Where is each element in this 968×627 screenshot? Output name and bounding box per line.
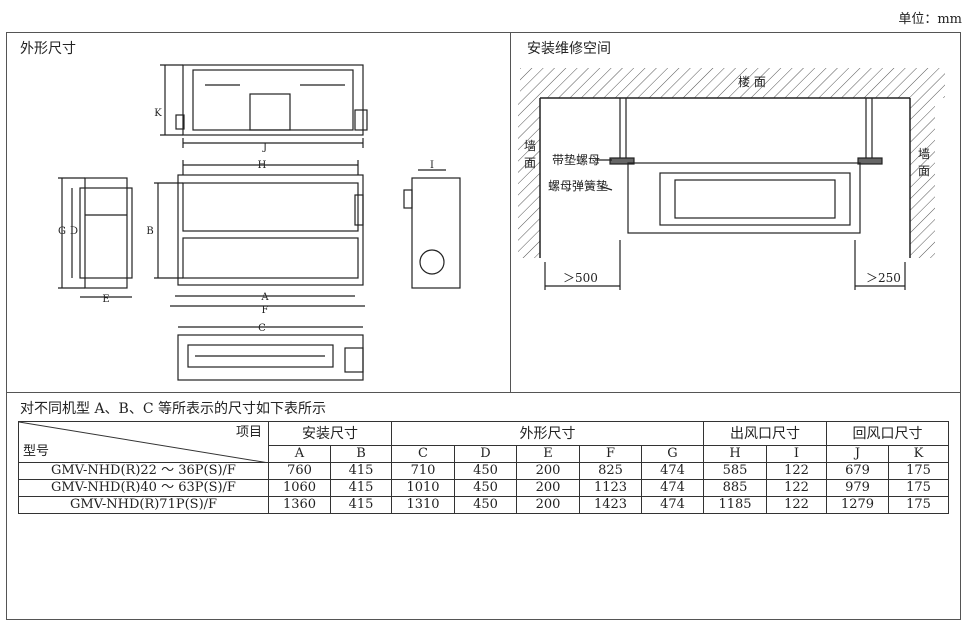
- value-cell: 1060: [268, 479, 331, 497]
- dim-I-label: I: [430, 160, 434, 171]
- value-cell: 979: [826, 479, 889, 497]
- group-header-outlet: 出风口尺寸: [703, 421, 827, 446]
- value-cell: 175: [888, 479, 949, 497]
- table-divider: [6, 392, 961, 393]
- left-clearance-label: ＞500: [563, 271, 598, 285]
- dim-A-label: A: [260, 292, 269, 303]
- table-row: GMV-NHD(R)40 ～ 63P(S)/F 1060 415 1010 45…: [18, 479, 949, 497]
- dim-K-label: K: [154, 108, 162, 119]
- value-cell: 200: [516, 479, 580, 497]
- value-cell: 450: [454, 496, 517, 514]
- right-wall-hatch: [909, 98, 935, 258]
- front-view-drawing: [154, 160, 365, 307]
- col-header: H: [703, 445, 767, 463]
- installation-space-drawing: 楼 面 墙 面 墙 面 带垫螺母 螺母弹簧垫 ＞500 ＞250: [518, 68, 945, 290]
- dim-E-label: E: [102, 294, 109, 305]
- value-cell: 415: [330, 462, 392, 480]
- col-header: I: [766, 445, 827, 463]
- value-cell: 175: [888, 462, 949, 480]
- model-cell: GMV-NHD(R)40 ～ 63P(S)/F: [18, 479, 269, 497]
- group-header-return: 回风口尺寸: [826, 421, 949, 446]
- value-cell: 200: [516, 496, 580, 514]
- right-wall-label-1: 墙: [918, 147, 930, 161]
- table-row: GMV-NHD(R)22 ～ 36P(S)/F 760 415 710 450 …: [18, 462, 949, 480]
- table-corner-cell: 项目 型号: [18, 421, 269, 463]
- group-header-outline: 外形尺寸: [391, 421, 704, 446]
- value-cell: 1310: [391, 496, 455, 514]
- col-header: A: [268, 445, 331, 463]
- right-clearance-label: ＞250: [866, 271, 901, 285]
- dim-F-label: F: [262, 305, 269, 316]
- corner-top-label: 项目: [235, 425, 262, 440]
- value-cell: 1423: [579, 496, 642, 514]
- value-cell: 450: [454, 479, 517, 497]
- floor-label: 楼 面: [738, 74, 766, 89]
- ceiling-hatch: [520, 68, 945, 99]
- spec-table: 项目 型号 安装尺寸 外形尺寸 出风口尺寸 回风口尺寸 A B C D E F …: [18, 421, 949, 514]
- value-cell: 415: [330, 496, 392, 514]
- col-header: E: [516, 445, 580, 463]
- bottom-view-drawing: [177, 326, 364, 381]
- corner-diagonal: [19, 422, 269, 463]
- value-cell: 200: [516, 462, 580, 480]
- value-cell: 1279: [826, 496, 889, 514]
- dim-D-label: D: [70, 226, 78, 237]
- value-cell: 1185: [703, 496, 767, 514]
- value-cell: 1123: [579, 479, 642, 497]
- value-cell: 710: [391, 462, 455, 480]
- left-wall-label-1: 墙: [524, 139, 536, 153]
- nut-pad-label: 带垫螺母: [552, 152, 600, 167]
- value-cell: 175: [888, 496, 949, 514]
- model-cell: GMV-NHD(R)22 ～ 36P(S)/F: [18, 462, 269, 480]
- dim-C-label: C: [258, 323, 266, 334]
- col-header: K: [888, 445, 949, 463]
- group-header-install: 安装尺寸: [268, 421, 392, 446]
- value-cell: 885: [703, 479, 767, 497]
- nut-spring-label: 螺母弹簧垫: [548, 178, 608, 193]
- col-header: J: [826, 445, 889, 463]
- dim-G-label: G: [58, 226, 66, 237]
- col-header: B: [330, 445, 392, 463]
- value-cell: 679: [826, 462, 889, 480]
- value-cell: 474: [641, 462, 704, 480]
- top-view-drawing: [160, 64, 368, 148]
- dim-H-label: H: [258, 160, 267, 171]
- col-header: D: [454, 445, 517, 463]
- value-cell: 122: [766, 462, 827, 480]
- value-cell: 474: [641, 479, 704, 497]
- value-cell: 760: [268, 462, 331, 480]
- value-cell: 585: [703, 462, 767, 480]
- value-cell: 122: [766, 496, 827, 514]
- panel-divider: [510, 32, 511, 392]
- value-cell: 450: [454, 462, 517, 480]
- dim-B-label: B: [146, 226, 153, 237]
- unit-label: 单位：mm: [898, 12, 962, 27]
- left-panel-title: 外形尺寸: [20, 41, 76, 57]
- left-wall-hatch: [518, 98, 541, 258]
- corner-bottom-label: 型号: [23, 444, 50, 459]
- col-header: F: [579, 445, 642, 463]
- table-row: GMV-NHD(R)71P(S)/F 1360 415 1310 450 200…: [18, 496, 949, 514]
- left-wall-label-2: 面: [524, 156, 536, 170]
- right-panel-title: 安装维修空间: [527, 41, 611, 57]
- end-view-drawing: [403, 169, 461, 289]
- value-cell: 474: [641, 496, 704, 514]
- col-header: G: [641, 445, 704, 463]
- drawing-frame: [6, 32, 961, 620]
- value-cell: 825: [579, 462, 642, 480]
- value-cell: 122: [766, 479, 827, 497]
- model-cell: GMV-NHD(R)71P(S)/F: [18, 496, 269, 514]
- right-wall-label-2: 面: [918, 164, 930, 178]
- side-view-drawing: [58, 177, 133, 298]
- col-header: C: [391, 445, 455, 463]
- value-cell: 1010: [391, 479, 455, 497]
- value-cell: 1360: [268, 496, 331, 514]
- value-cell: 415: [330, 479, 392, 497]
- dimension-drawings: K J H I G D B E A F C: [58, 64, 461, 381]
- table-caption: 对不同机型 A、B、C 等所表示的尺寸如下表所示: [20, 401, 327, 417]
- dim-J-label: J: [262, 142, 267, 153]
